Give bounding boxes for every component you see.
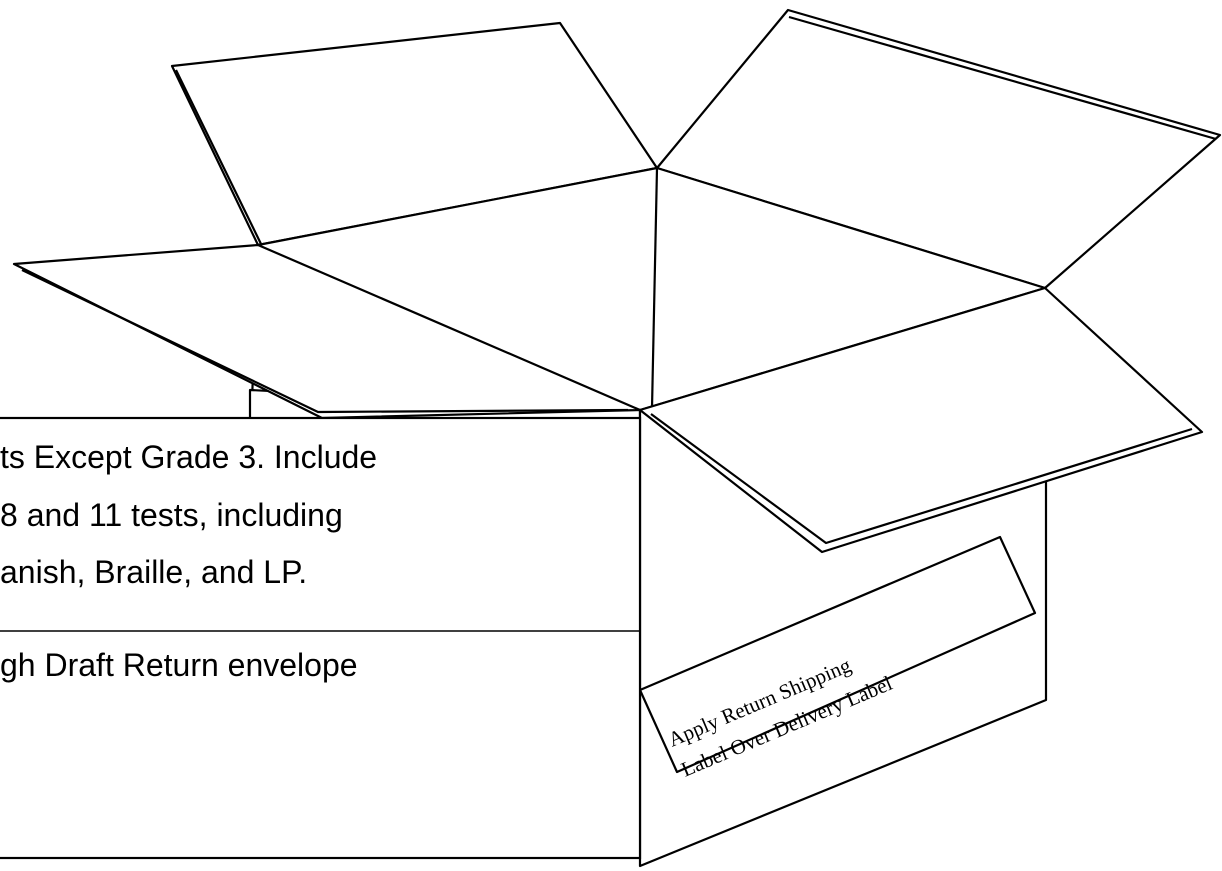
instructions-box2-line1: gh Draft Return envelope <box>0 647 358 683</box>
front-right-flap <box>638 286 1204 554</box>
front-right-flap-fold <box>650 413 1193 545</box>
instructions-box1-line3: anish, Braille, and LP. <box>0 554 307 590</box>
back-left-flap-edge <box>175 69 263 247</box>
instructions-panel: ts Except Grade 3. Include 8 and 11 test… <box>0 416 642 860</box>
left-flap-fold <box>21 269 629 414</box>
shipping-label-border <box>638 535 1037 774</box>
interior-corner <box>650 167 659 409</box>
instructions-box1-line2: 8 and 11 tests, including <box>0 497 343 533</box>
back-right-flap-edge <box>788 15 1217 141</box>
instructions-box1-line1: ts Except Grade 3. Include <box>0 439 377 475</box>
instructions-panel-frame <box>0 416 642 860</box>
